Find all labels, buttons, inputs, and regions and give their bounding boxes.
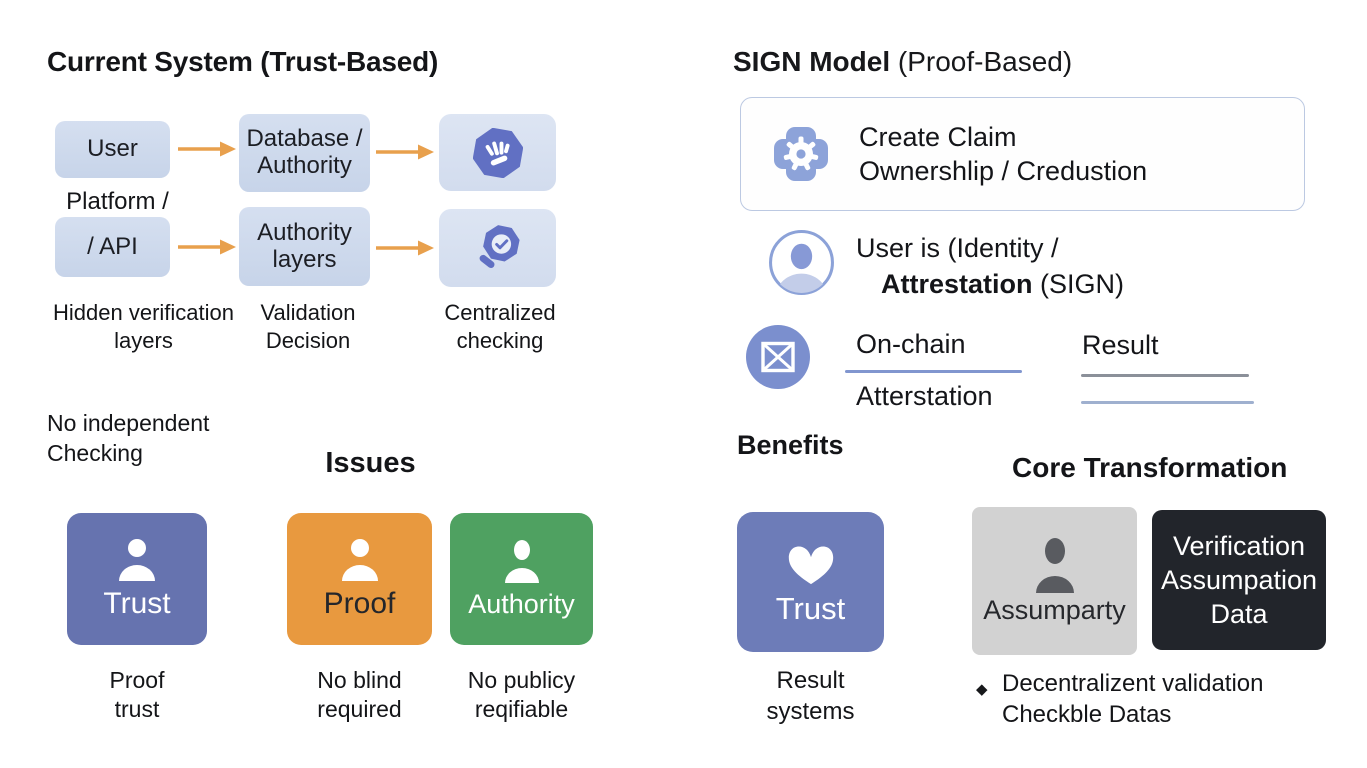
card-label: Trust <box>775 591 846 626</box>
issues-title: Issues <box>325 447 416 479</box>
card-label: Assumparty <box>983 594 1126 625</box>
card-label: Proof <box>323 587 396 620</box>
card-assumparty: Assumparty <box>972 507 1137 655</box>
result-blank-line <box>1081 401 1254 404</box>
result-blank-line <box>1081 374 1249 377</box>
flow-box-authority-layers: Authority layers <box>239 207 370 286</box>
left-section-title: Current System (Trust-Based) <box>47 46 439 77</box>
flow-box-api: / API <box>55 217 170 277</box>
identity-line1: User is (Identity / <box>856 233 1059 263</box>
benefits-title: Benefits <box>737 430 844 460</box>
caption-centralized-checking: Centralized checking <box>444 300 556 354</box>
identity-rest: (SIGN) <box>1032 269 1125 299</box>
create-claim-box: Create Claim Ownershlip / Credustion <box>740 97 1305 211</box>
card-caption: Proof trust <box>109 667 165 723</box>
envelope-circle-icon <box>746 325 810 389</box>
person-circle-icon <box>769 230 834 295</box>
result-label: Result <box>1082 330 1159 360</box>
right-title-bold: SIGN Model <box>733 46 891 77</box>
card-proof: Proof <box>287 513 432 645</box>
verification-card-text: Verification Assumpation Data <box>1160 531 1318 629</box>
onchain-underline <box>845 370 1022 373</box>
arrow-right-icon <box>178 141 236 157</box>
person-icon <box>119 539 155 581</box>
flow-box-user: User <box>55 121 170 178</box>
arrow-right-icon <box>376 240 434 256</box>
no-independent-checking-note: No independent Checking <box>47 410 210 466</box>
checking-block-box <box>439 209 556 287</box>
gear-badge-icon <box>774 127 828 181</box>
magnifier-check-icon <box>479 225 520 269</box>
person-icon <box>341 539 378 581</box>
card-trust-left: Trust <box>67 513 207 645</box>
identity-bold: Attrestation <box>881 269 1033 299</box>
arrow-right-icon <box>376 144 434 160</box>
core-transformation-title: Core Transformation <box>1012 452 1288 483</box>
card-verification: Verification Assumpation Data <box>1152 510 1326 650</box>
card-caption: No blind required <box>317 667 402 723</box>
create-claim-text: Create Claim Ownershlip / Credustion <box>859 122 1148 186</box>
octagon-hand-icon <box>472 127 523 178</box>
person-icon <box>1035 537 1074 593</box>
card-label: Authority <box>468 588 575 619</box>
card-caption: No publicy reqifiable <box>467 667 576 723</box>
card-caption: Result systems <box>766 667 855 725</box>
heart-icon <box>788 546 833 585</box>
bullet-text: Decentralizent validation Checkble Datas <box>1002 670 1264 728</box>
identity-line2: Attrestation (SIGN) <box>881 267 1124 301</box>
flow-box-database-authority: Database / Authority <box>239 114 370 192</box>
card-label: Trust <box>103 587 171 620</box>
card-trust-right: Trust <box>737 512 884 652</box>
caption-hidden-verification: Hidden verification layers <box>53 300 234 354</box>
diamond-bullet: ◆ <box>976 681 988 698</box>
atterstation-label: Atterstation <box>856 381 993 411</box>
right-title-rest: (Proof-Based) <box>890 46 1073 77</box>
right-section-title: SIGN Model (Proof-Based) <box>733 46 1072 78</box>
centralized-block-box <box>439 114 556 191</box>
arrow-right-icon <box>178 239 236 255</box>
card-authority: Authority <box>450 513 593 645</box>
person-icon <box>504 539 539 583</box>
onchain-label: On-chain <box>856 329 966 359</box>
platform-label: Platform / <box>66 188 169 215</box>
caption-validation-decision: Validation Decision <box>260 300 356 354</box>
